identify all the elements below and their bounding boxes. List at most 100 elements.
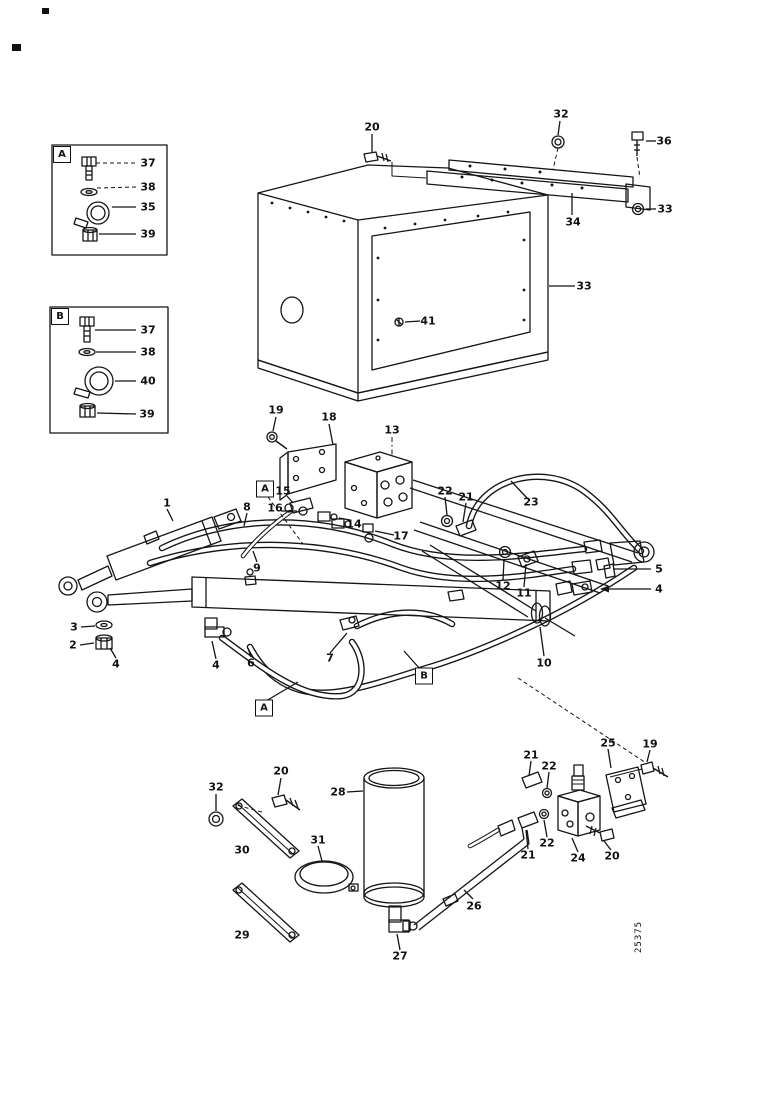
bolt-19-bottom	[640, 761, 669, 778]
flange-10	[530, 602, 552, 627]
fittings-14	[317, 511, 352, 529]
inlet-ferrule	[497, 819, 516, 837]
union-21-mid	[455, 519, 477, 537]
clamp-35	[73, 201, 110, 229]
callout-20-br: 20	[604, 849, 620, 863]
washer-38a	[80, 187, 98, 197]
callout-39-a: 39	[140, 227, 156, 241]
hose-6	[218, 634, 365, 700]
callout-32-bottom: 32	[208, 780, 224, 794]
hydraulic-hoses	[146, 473, 645, 849]
callout-19-mid: 19	[268, 403, 284, 417]
callout-17: 17	[393, 529, 409, 543]
callout-27: 27	[392, 949, 408, 963]
callout-24: 24	[570, 851, 586, 865]
pipe-union-26	[442, 893, 459, 907]
detail-box-a	[51, 144, 168, 256]
nut-39b	[79, 402, 96, 418]
washer-38b	[78, 347, 96, 357]
callout-6: 6	[247, 656, 255, 670]
callout-18: 18	[321, 410, 337, 424]
callout-16: 16	[267, 501, 283, 515]
nut-39a	[82, 226, 98, 242]
ring-22a	[541, 787, 553, 799]
callout-29: 29	[234, 928, 250, 942]
valve-block-13	[344, 451, 413, 519]
callout-11: 11	[516, 586, 532, 600]
union-22-mid	[440, 514, 454, 528]
callout-4-right: 4	[655, 582, 663, 596]
bolt-19-mid	[266, 431, 288, 450]
callout-31: 31	[310, 833, 326, 847]
elbow-27	[388, 905, 418, 933]
callout-7: 7	[326, 651, 334, 665]
pipe-26	[413, 838, 525, 926]
steel-pipes	[409, 479, 639, 931]
detail-a-letter: A	[53, 146, 71, 163]
leader-lines	[79, 120, 656, 951]
ring-22b	[538, 808, 550, 820]
callout-4-center: 4	[212, 658, 220, 672]
nut-33-top	[631, 202, 645, 216]
screw-41	[394, 317, 404, 327]
bolt-20-bottom-right	[585, 825, 615, 842]
fitting-16	[298, 506, 308, 516]
callout-21-br-top: 21	[523, 748, 539, 762]
callout-37-b: 37	[140, 323, 156, 337]
clamp-40	[73, 366, 114, 399]
callout-19-bottom: 19	[642, 737, 658, 751]
valve-block-24	[557, 789, 601, 837]
callout-2: 2	[69, 638, 77, 652]
callout-22-br-bottom: 22	[539, 836, 555, 850]
callout-35: 35	[140, 200, 156, 214]
bracket-18	[279, 443, 337, 501]
fitting-15	[284, 497, 314, 514]
manifold-right	[555, 539, 655, 596]
nut-32-bottom	[208, 811, 224, 827]
fitting-7	[339, 615, 360, 631]
elbow-fitting-4c	[204, 617, 232, 638]
scan-artifact	[12, 44, 21, 51]
strap-30	[232, 798, 300, 859]
callout-22-mid: 22	[437, 484, 453, 498]
cabinet	[257, 164, 549, 402]
callout-34: 34	[565, 215, 581, 229]
section-marker-a-lower: A	[255, 699, 273, 717]
callout-40: 40	[140, 374, 156, 388]
callout-41: 41	[420, 314, 436, 328]
callout-33-nut: 33	[657, 202, 673, 216]
callout-20-top: 20	[364, 120, 380, 134]
relief-valve-top	[571, 764, 585, 791]
callout-1: 1	[163, 496, 171, 510]
fitting-17	[362, 523, 374, 543]
nut-32-top	[551, 135, 565, 171]
callout-15: 15	[275, 484, 291, 498]
fitting-21a	[521, 771, 543, 789]
oil-filter-28	[363, 767, 425, 908]
callout-3: 3	[70, 620, 78, 634]
callout-20-bottom: 20	[273, 764, 289, 778]
steering-cylinder-1	[58, 508, 242, 596]
callout-22-br-top: 22	[541, 759, 557, 773]
callout-38-a: 38	[140, 180, 156, 194]
section-marker-a-mid: A	[256, 480, 274, 498]
scan-artifact	[42, 8, 49, 14]
detail-box-b	[49, 306, 169, 434]
callout-39-b: 39	[139, 407, 155, 421]
union-11	[517, 550, 539, 568]
bolt-20-top	[363, 151, 427, 179]
callout-14: 14	[346, 517, 362, 531]
callout-32-top: 32	[553, 107, 569, 121]
callout-12: 12	[495, 579, 511, 593]
bracket-25	[605, 766, 647, 819]
washer-3	[95, 620, 113, 630]
bolt-37a	[81, 156, 97, 181]
bolt-37b	[79, 316, 95, 343]
section-marker-b-mid: B	[415, 667, 433, 685]
callout-26: 26	[466, 899, 482, 913]
callout-13: 13	[384, 423, 400, 437]
callout-37-a: 37	[140, 156, 156, 170]
callout-9: 9	[253, 561, 261, 575]
